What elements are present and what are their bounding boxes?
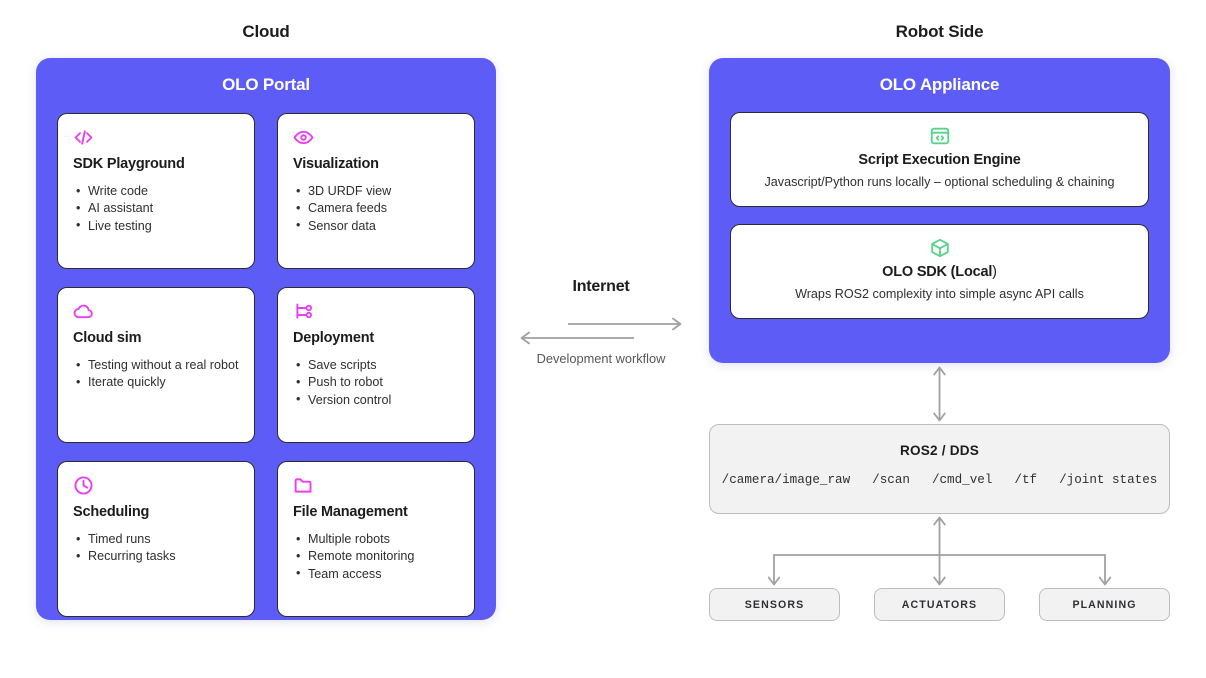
list-item: Remote monitoring [295,548,459,565]
appliance-card-title-bold: OLO SDK (Local [882,264,993,280]
appliance-card-olo-sdk-local[interactable]: OLO SDK (Local) Wraps ROS2 complexity in… [730,224,1149,319]
leaf-node-planning[interactable]: PLANNING [1039,588,1170,621]
appliance-card-description: Wraps ROS2 complexity into simple async … [795,287,1084,301]
appliance-card-title-suffix: ) [992,264,997,280]
olo-appliance-title: OLO Appliance [879,75,1000,94]
olo-appliance-panel: OLO Appliance Script Execution Engine Ja… [709,58,1170,363]
appliance-card-title: Script Execution Engine [858,152,1021,168]
list-item: Version control [295,391,459,408]
list-item: Save scripts [295,356,459,373]
cloud-icon [73,301,239,323]
ros-topic: /joint states [1059,473,1158,487]
list-item: Live testing [75,217,239,234]
feature-card-title: File Management [293,504,408,520]
eye-icon [293,127,459,149]
feature-card-list: Write code AI assistant Live testing [73,182,239,234]
feature-card-list: Timed runs Recurring tasks [73,530,239,565]
feature-card-sdk-playground[interactable]: SDK Playground Write code AI assistant L… [57,113,255,269]
olo-portal-panel: OLO Portal SDK Playground Write code AI … [36,58,496,620]
clock-icon [73,475,239,497]
list-item: 3D URDF view [295,182,459,199]
list-item: AI assistant [75,200,239,217]
feature-card-visualization[interactable]: Visualization 3D URDF view Camera feeds … [277,113,475,269]
list-item: Team access [295,565,459,582]
feature-card-list: Multiple robots Remote monitoring Team a… [293,530,459,582]
ros-topic: /cmd_vel [931,473,993,487]
code-brackets-icon [73,127,239,149]
feature-card-list: Testing without a real robot Iterate qui… [73,356,239,391]
list-item: Camera feeds [295,200,459,217]
feature-card-scheduling[interactable]: Scheduling Timed runs Recurring tasks [57,461,255,617]
bidirectional-arrows [510,314,692,345]
internet-label: Internet [572,278,630,295]
appliance-card-description: Javascript/Python runs locally – optiona… [764,175,1115,189]
appliance-card-title: OLO SDK (Local) [749,264,1130,280]
ros-topic: /tf [1014,473,1038,487]
portal-feature-grid: SDK Playground Write code AI assistant L… [36,95,496,637]
list-item: Recurring tasks [75,548,239,565]
olo-portal-title: OLO Portal [222,75,310,94]
code-window-icon [749,125,1130,149]
cloud-column-title: Cloud [242,22,290,41]
list-item: Iterate quickly [75,374,239,391]
ros-topic: /camera/image_raw [721,473,851,487]
ros2-dds-title: ROS2 / DDS [899,443,980,458]
list-item: Multiple robots [295,530,459,547]
folder-icon [293,475,459,497]
list-item: Push to robot [295,374,459,391]
cube-icon [749,237,1130,261]
ros2-dds-box[interactable]: ROS2 / DDS /camera/image_raw /scan /cmd_… [709,424,1170,514]
leaf-node-actuators[interactable]: ACTUATORS [874,588,1005,621]
feature-card-title: Deployment [293,330,374,346]
feature-card-title: Scheduling [73,504,150,520]
git-branch-icon [293,301,459,323]
feature-card-cloud-sim[interactable]: Cloud sim Testing without a real robot I… [57,287,255,443]
ros-topic: /scan [872,473,910,487]
internet-connector-group: Internet Development workflow [510,278,692,367]
feature-card-title: SDK Playground [73,156,185,172]
ros2-topic-list: /camera/image_raw /scan /cmd_vel /tf /jo… [710,473,1169,487]
list-item: Write code [75,182,239,199]
leaf-node-sensors[interactable]: SENSORS [709,588,840,621]
feature-card-list: Save scripts Push to robot Version contr… [293,356,459,408]
feature-card-file-management[interactable]: File Management Multiple robots Remote m… [277,461,475,617]
list-item: Timed runs [75,530,239,547]
list-item: Sensor data [295,217,459,234]
feature-card-title: Visualization [293,156,379,172]
robot-column-title: Robot Side [895,22,984,41]
feature-card-list: 3D URDF view Camera feeds Sensor data [293,182,459,234]
feature-card-deployment[interactable]: Deployment Save scripts Push to robot Ve… [277,287,475,443]
development-workflow-label: Development workflow [536,351,666,366]
feature-card-title: Cloud sim [73,330,142,346]
list-item: Testing without a real robot [75,356,239,373]
appliance-card-script-execution-engine[interactable]: Script Execution Engine Javascript/Pytho… [730,112,1149,207]
appliance-card-stack: Script Execution Engine Javascript/Pytho… [709,95,1170,339]
